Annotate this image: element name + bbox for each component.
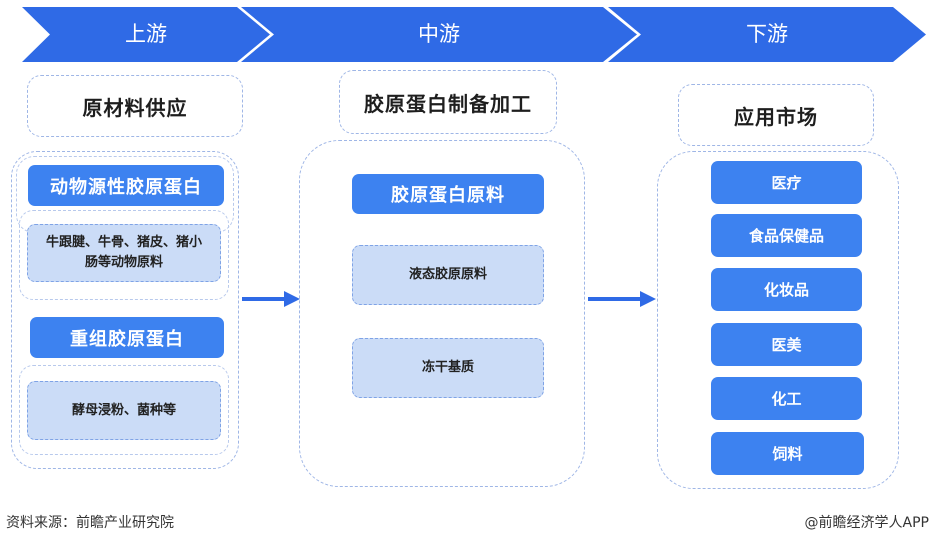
liquid-collagen-box: 液态胶原原料: [352, 245, 544, 305]
animal-materials-box: 牛跟腱、牛骨、猪皮、猪小肠等动物原料: [27, 224, 221, 282]
downstream-container: [657, 151, 899, 489]
stage-banner-downstream: 下游: [608, 7, 926, 62]
credit-note: @前瞻经济学人APP: [804, 515, 929, 531]
stage-label-upstream: 上游: [125, 22, 167, 46]
collagen-raw-material-label: 胶原蛋白原料: [352, 174, 544, 214]
market-food-health: 食品保健品: [711, 214, 862, 257]
chevron-shape: [608, 7, 926, 62]
freeze-dried-matrix-box: 冻干基质: [352, 338, 544, 398]
midstream-container: [299, 140, 585, 487]
midstream-header: 胶原蛋白制备加工: [339, 70, 557, 134]
upstream-container: [11, 151, 239, 469]
market-chemical: 化工: [711, 377, 862, 420]
recombinant-collagen-label: 重组胶原蛋白: [30, 317, 224, 358]
market-cosmetics: 化妆品: [711, 268, 862, 311]
stage-banner-midstream: 中游: [241, 7, 637, 62]
market-medical: 医疗: [711, 161, 862, 204]
recombinant-materials-box: 酵母浸粉、菌种等: [27, 381, 221, 440]
stage-banner-upstream: 上游: [22, 7, 270, 62]
stage-label-midstream: 中游: [418, 22, 460, 46]
market-feed: 饲料: [711, 432, 864, 475]
animal-materials-frame: [19, 210, 229, 300]
source-note: 资料来源：前瞻产业研究院: [6, 515, 174, 531]
chevron-shape: [241, 7, 637, 62]
flow-arrow-icon: [588, 291, 656, 307]
recombinant-materials-frame: [19, 365, 229, 455]
upstream-header: 原材料供应: [27, 75, 243, 137]
chevron-shape: [22, 7, 270, 62]
stage-label-downstream: 下游: [746, 22, 788, 46]
animal-collagen-label: 动物源性胶原蛋白: [28, 165, 224, 206]
market-medical-aesthetics: 医美: [711, 323, 862, 366]
downstream-header: 应用市场: [678, 84, 874, 146]
flow-arrow-icon: [242, 291, 300, 307]
